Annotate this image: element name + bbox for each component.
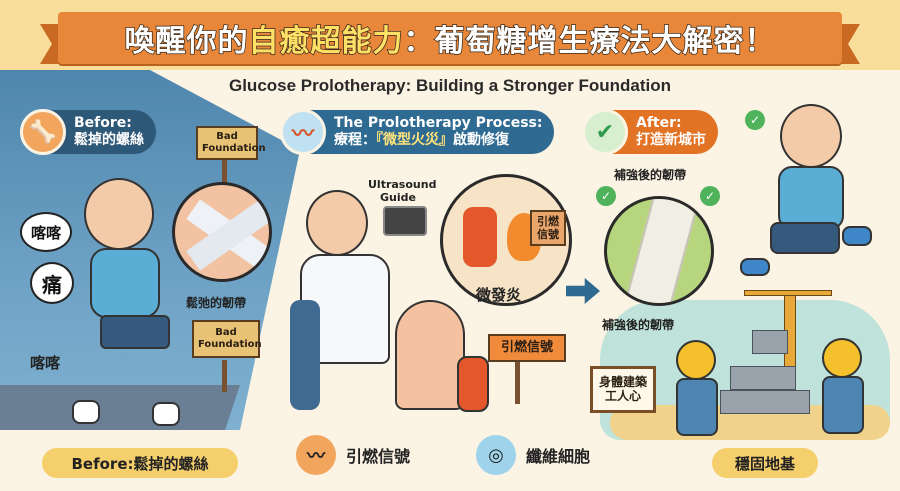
patient-knee xyxy=(395,300,465,410)
worker-helmet-left xyxy=(676,340,716,380)
creak-sound-text: 喀喀 xyxy=(30,354,61,372)
worker-left xyxy=(676,378,718,436)
before-heading: Before: xyxy=(74,115,132,132)
page-subtitle: Glucose Prolotherapy: Building a Stronge… xyxy=(228,76,672,95)
title-banner: 喚醒你的自癒超能力：葡萄糖增生療法大解密！ xyxy=(58,12,842,64)
micro-inflammation-label: 微發炎 xyxy=(476,286,522,304)
small-firefighter-figure xyxy=(457,356,489,412)
after-bottom-label: 穩固地基 xyxy=(712,448,818,478)
check-icon: ✓ xyxy=(745,110,765,130)
shoe-right xyxy=(842,226,872,246)
body-builder-board: 身體建築工人心 xyxy=(590,366,656,413)
ultrasound-guide-label: Ultrasound Guide xyxy=(368,178,437,205)
happy-boy-shirt xyxy=(778,166,844,230)
firefighter-figure xyxy=(463,207,497,267)
speech-bubble-pain: 痛 xyxy=(30,262,74,304)
bad-foundation-sign-bottom: Bad Foundation xyxy=(192,320,262,358)
process-heading: The Prolotherapy Process: xyxy=(334,115,543,132)
sad-boy-head xyxy=(84,178,154,250)
happy-boy-head xyxy=(780,104,842,168)
ultrasound-monitor xyxy=(383,206,427,236)
muscle-fiber-icon: 〰 xyxy=(296,435,336,475)
fibroblast-cell-icon: ◎ xyxy=(476,435,516,475)
check-icon: ✓ xyxy=(700,186,720,206)
road xyxy=(0,385,240,430)
sign-post xyxy=(222,360,227,392)
joint-icon: 🦴 xyxy=(20,109,66,155)
check-icon: ✓ xyxy=(596,186,616,206)
happy-boy-shorts xyxy=(770,222,840,254)
worker-right xyxy=(822,376,864,434)
after-subheading: 打造新城市 xyxy=(636,132,706,148)
sign-post xyxy=(515,360,520,404)
muscle-icon: 〰 xyxy=(280,109,326,155)
legend-label: 纖維細胞 xyxy=(526,447,591,466)
sock-left xyxy=(72,400,100,424)
sign-post xyxy=(222,150,227,190)
doctor-head xyxy=(306,190,368,256)
loose-ligament-zoom xyxy=(172,182,272,282)
worker-helmet-right xyxy=(822,338,862,378)
arrow-right-icon xyxy=(566,278,600,304)
page-title: 喚醒你的自癒超能力：葡萄糖增生療法大解密！ xyxy=(124,23,776,60)
after-header-pill: ✔ After:打造新城市 xyxy=(582,109,718,155)
process-subheading: 療程：『微型火災』啟動修復 xyxy=(334,132,509,148)
hanging-brick xyxy=(752,330,788,354)
legend-fibroblast: ◎ 纖維細胞 xyxy=(476,435,590,475)
speech-bubble-creak: 喀喀 xyxy=(20,212,72,252)
before-subheading: 鬆掉的螺絲 xyxy=(74,132,144,148)
bad-foundation-sign-top: Bad Foundation xyxy=(196,126,266,160)
sad-boy-shirt xyxy=(90,248,160,318)
loose-ligament-label: 鬆弛的韌帶 xyxy=(186,296,247,310)
brick-wall xyxy=(720,390,810,414)
sad-boy-shorts xyxy=(100,315,170,349)
reinforced-ligament-zoom xyxy=(604,196,714,306)
before-bottom-label: Before:鬆掉的螺絲 xyxy=(42,448,238,478)
ignition-signal-sign-circle: 引燃信號 xyxy=(530,210,566,247)
shoe-left xyxy=(740,258,770,276)
checkmark-icon: ✔ xyxy=(582,109,628,155)
micro-inflammation-zoom xyxy=(440,174,572,306)
legend-ignition-signal: 〰 引燃信號 xyxy=(296,435,410,475)
before-header-pill: 🦴 Before:鬆掉的螺絲 xyxy=(20,109,156,155)
reinforced-ligament-label-top: 補強後的韌帶 xyxy=(614,168,687,182)
reinforced-ligament-label-bottom: 補強後的韌帶 xyxy=(602,318,675,332)
doctor-chair xyxy=(290,300,320,410)
ignition-signal-sign: 引燃信號 xyxy=(488,334,566,362)
crane-arm xyxy=(744,290,832,296)
brick-wall xyxy=(730,366,796,390)
sock-right xyxy=(152,402,180,426)
legend-label: 引燃信號 xyxy=(346,447,411,466)
process-header-pill: 〰 The Prolotherapy Process:療程：『微型火災』啟動修復 xyxy=(280,109,555,155)
after-heading: After: xyxy=(636,115,682,132)
